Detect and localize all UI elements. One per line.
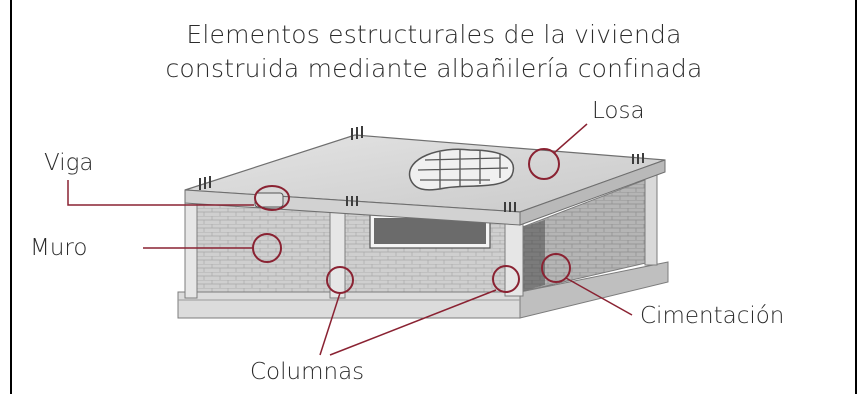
slab-shape <box>184 126 666 226</box>
right-border <box>855 0 857 394</box>
label-muro: Muro <box>30 235 88 261</box>
diagram-title-line-1: Elementos estructurales de la vivienda <box>186 20 682 49</box>
foundation-shape <box>177 261 669 319</box>
label-columnas: Columnas <box>250 359 365 385</box>
callout-circle-cimentacion <box>541 253 571 283</box>
leader-line-columna-1 <box>319 292 341 356</box>
callout-circle-columna-2 <box>492 265 520 293</box>
label-cimentacion: Cimentación <box>640 303 785 329</box>
label-losa: Losa <box>592 98 645 124</box>
left-border <box>10 0 12 394</box>
diagram-title-line-2: construida mediante albañilería confinad… <box>165 54 703 83</box>
leader-line-columna-2 <box>329 289 497 356</box>
label-viga: Viga <box>44 150 94 176</box>
callout-circle-viga <box>254 185 290 211</box>
leader-line-cimentacion <box>565 277 633 316</box>
leader-line-losa <box>553 123 588 154</box>
back-wall-shape <box>519 177 651 293</box>
callout-circle-losa <box>528 148 560 180</box>
leader-line-viga <box>67 180 254 206</box>
